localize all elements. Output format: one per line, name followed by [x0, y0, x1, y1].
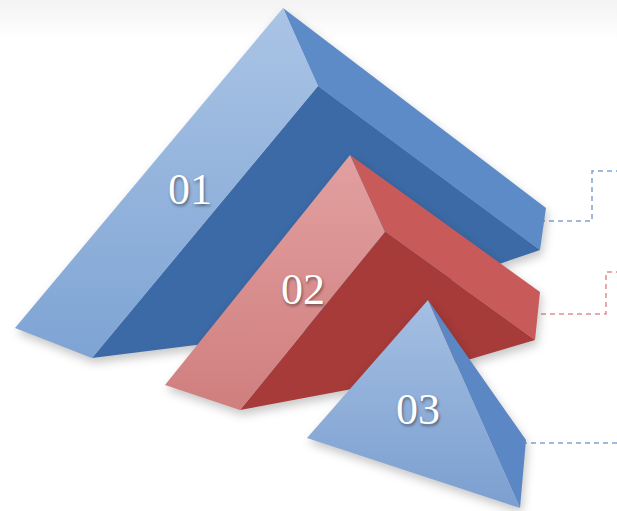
prism-face: [165, 155, 385, 410]
prism-shape: 02: [155, 148, 547, 420]
leader-line: [532, 272, 617, 314]
prism-shape: 03: [300, 295, 532, 510]
callout-number: 02: [281, 268, 325, 312]
prism-outline: [155, 148, 547, 420]
callout-number: 01: [168, 168, 212, 212]
leader-line: [522, 442, 617, 444]
prism-face: [307, 300, 520, 508]
leader-line: [540, 171, 617, 221]
callout-number: 03: [396, 388, 440, 432]
